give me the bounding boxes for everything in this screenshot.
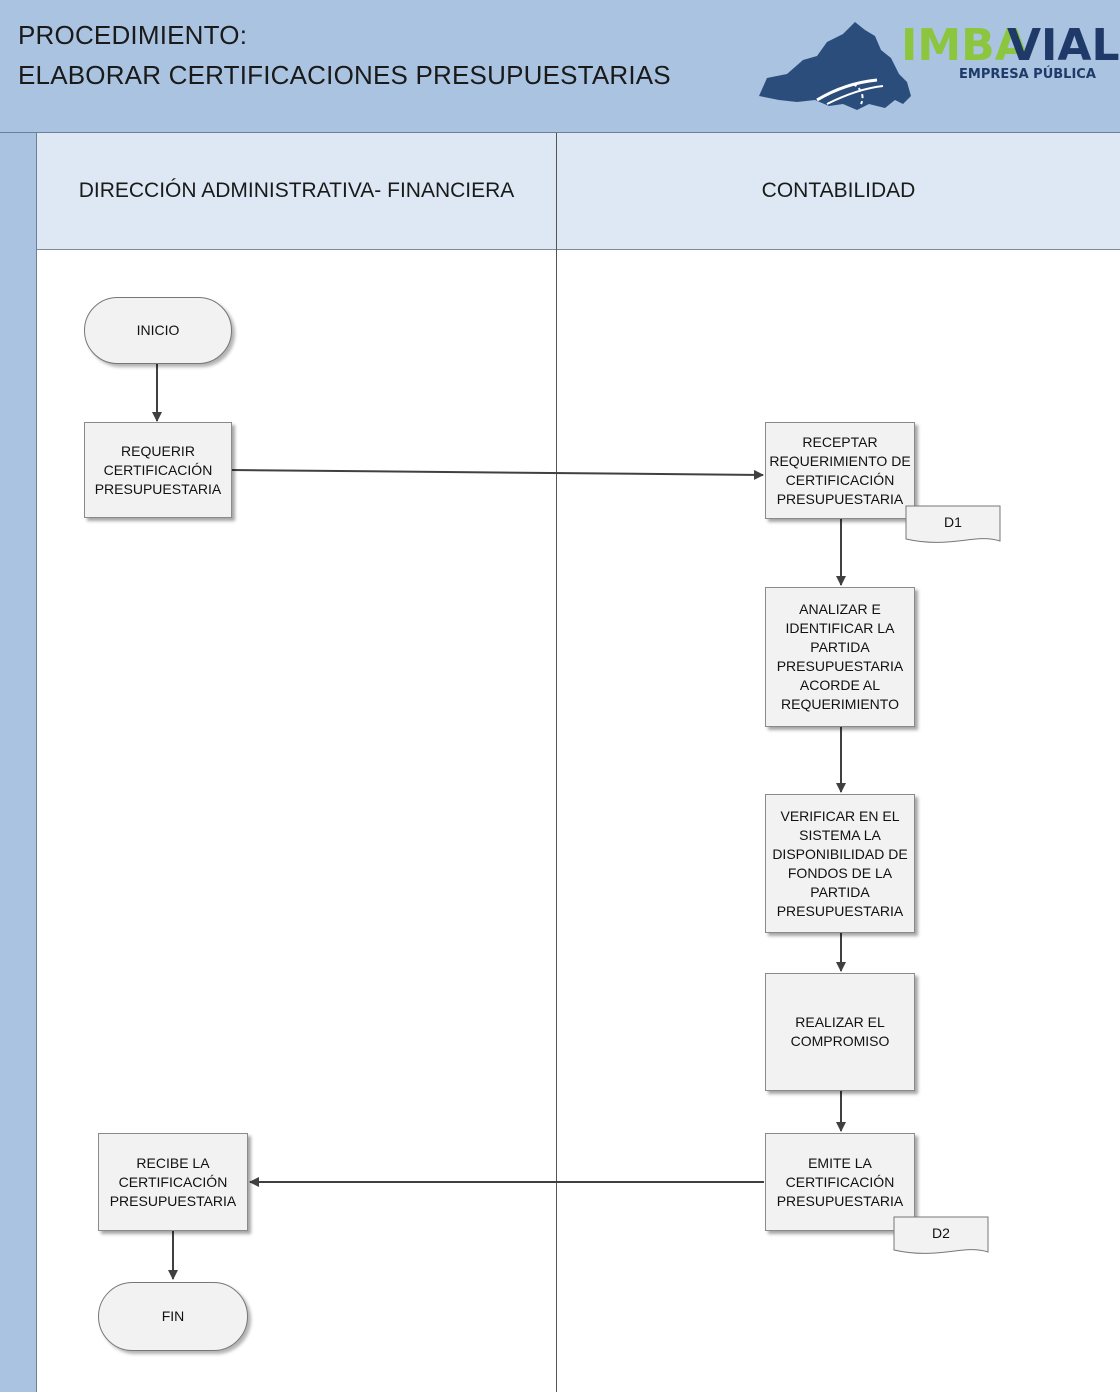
- task-realizar-line2: COMPROMISO: [790, 1033, 890, 1049]
- lane-label-contabilidad: CONTABILIDAD: [761, 179, 916, 202]
- task-verificar-line6: PRESUPUESTARIA: [776, 902, 904, 919]
- lane-label-direccion: DIRECCIÓN ADMINISTRATIVA- FINANCIERA: [78, 179, 515, 202]
- document-d2-shape: [893, 1216, 989, 1254]
- task-analizar-line3: PARTIDA: [810, 639, 870, 655]
- task-realizar-line1: REALIZAR EL: [795, 1014, 885, 1030]
- task-receptar-line4: PRESUPUESTARIA: [776, 490, 904, 507]
- imbavial-logo: IMBA VIAL EMPRESA PÚBLICA: [759, 20, 1119, 110]
- task-verificar-line2: SISTEMA LA: [799, 826, 881, 843]
- task-analizar-line1: ANALIZAR E: [799, 601, 881, 617]
- task-analizar-line4: PRESUPUESTARIA: [776, 658, 904, 674]
- task-analizar-line2: IDENTIFICAR LA: [785, 620, 895, 636]
- task-analizar-line6: REQUERIMIENTO: [781, 696, 899, 712]
- task-recibe-line2: CERTIFICACIÓN: [118, 1173, 228, 1190]
- document-d2-label: D2: [932, 1225, 950, 1241]
- task-receptar: RECEPTAR REQUERIMIENTO DE CERTIFICACIÓN …: [765, 422, 915, 519]
- logo-brand-part1: IMBA: [901, 20, 1029, 71]
- task-emite: EMITE LA CERTIFICACIÓN PRESUPUESTARIA: [765, 1133, 915, 1231]
- task-requerir-line3: PRESUPUESTARIA: [94, 480, 222, 497]
- task-recibe-line1: RECIBE LA: [136, 1154, 210, 1171]
- start-label: INICIO: [136, 322, 180, 338]
- task-verificar-line4: FONDOS DE LA: [787, 864, 893, 881]
- task-emite-line3: PRESUPUESTARIA: [776, 1192, 904, 1209]
- arrow-requerir-to-receptar: [230, 469, 764, 480]
- task-requerir: REQUERIR CERTIFICACIÓN PRESUPUESTARIA: [84, 422, 232, 518]
- task-receptar-line1: RECEPTAR: [802, 433, 878, 450]
- procedure-label: PROCEDIMIENTO:: [18, 20, 248, 50]
- start-node: INICIO: [84, 297, 232, 364]
- document-d2: D2: [893, 1216, 989, 1256]
- task-emite-line2: CERTIFICACIÓN: [785, 1173, 895, 1190]
- procedure-title: ELABORAR CERTIFICACIONES PRESUPUESTARIAS: [18, 60, 671, 90]
- task-verificar-line3: DISPONIBILIDAD DE: [772, 845, 908, 862]
- diagram-header: PROCEDIMIENTO: ELABORAR CERTIFICACIONES …: [0, 0, 1120, 133]
- document-d1-label: D1: [944, 514, 962, 530]
- task-analizar: ANALIZAR E IDENTIFICAR LA PARTIDA PRESUP…: [765, 587, 915, 727]
- lane-divider: [556, 133, 557, 1392]
- pool-side-bar: [0, 133, 37, 1392]
- task-verificar: VERIFICAR EN EL SISTEMA LA DISPONIBILIDA…: [765, 794, 915, 933]
- logo-subtitle: EMPRESA PÚBLICA: [959, 66, 1096, 82]
- task-receptar-line3: CERTIFICACIÓN: [785, 471, 895, 488]
- task-recibe: RECIBE LA CERTIFICACIÓN PRESUPUESTARIA: [98, 1133, 248, 1231]
- task-verificar-line1: VERIFICAR EN EL: [780, 807, 900, 824]
- logo-brand-part2: VIAL: [1007, 20, 1119, 71]
- task-recibe-line3: PRESUPUESTARIA: [109, 1192, 237, 1209]
- end-node: FIN: [98, 1282, 248, 1351]
- task-verificar-line5: PARTIDA: [810, 883, 870, 900]
- task-analizar-line5: ACORDE AL: [799, 677, 881, 693]
- task-receptar-line2: REQUERIMIENTO DE: [769, 452, 911, 469]
- document-d1-shape: [905, 505, 1001, 543]
- lane-header-contabilidad: CONTABILIDAD: [557, 133, 1120, 250]
- lane-header-direccion: DIRECCIÓN ADMINISTRATIVA- FINANCIERA: [37, 133, 556, 250]
- task-emite-line1: EMITE LA: [808, 1154, 872, 1171]
- end-label: FIN: [161, 1308, 185, 1324]
- document-d1: D1: [905, 505, 1001, 545]
- task-realizar: REALIZAR EL COMPROMISO: [765, 973, 915, 1091]
- task-requerir-line1: REQUERIR: [121, 442, 195, 459]
- task-requerir-line2: CERTIFICACIÓN: [103, 461, 213, 478]
